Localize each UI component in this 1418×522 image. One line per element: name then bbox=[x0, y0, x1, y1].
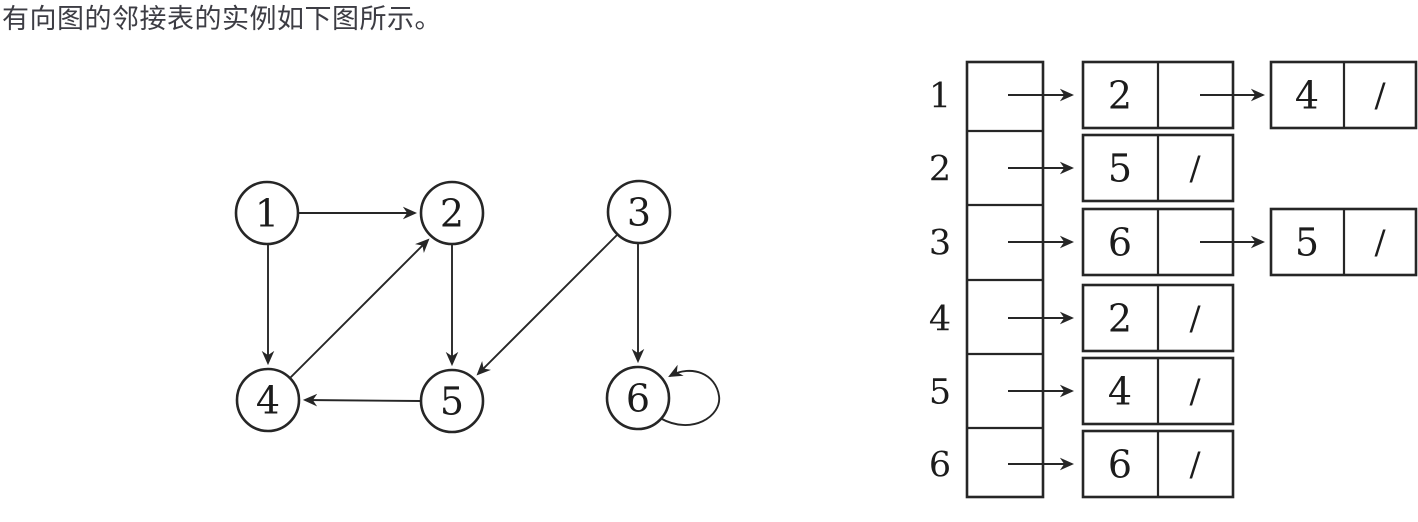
node-value: 2 bbox=[1108, 296, 1132, 340]
null-pointer-slash: / bbox=[1189, 372, 1201, 411]
adjacency-list: 1 2 3 4 5 6 2 4 bbox=[929, 60, 1418, 499]
node-circle-5 bbox=[419, 368, 485, 434]
null-pointer-slash: / bbox=[1189, 445, 1201, 484]
adj-node-row1-first: 2 bbox=[1081, 60, 1266, 130]
graph-node-5: 5 bbox=[419, 368, 485, 434]
adj-row-label-3: 3 bbox=[929, 223, 951, 263]
adj-node-row1-second: 4 / bbox=[1269, 60, 1418, 130]
node-value: 2 bbox=[1108, 73, 1132, 117]
page-title: 有向图的邻接表的实例如下图所示。 bbox=[2, 4, 442, 34]
graph-node-4: 4 bbox=[235, 367, 301, 433]
graph-node-6: 6 bbox=[605, 365, 671, 431]
adjacency-header-array bbox=[965, 60, 1045, 499]
edge-4-2 bbox=[289, 238, 430, 379]
node-value: 5 bbox=[1108, 146, 1132, 190]
edge-6-6-self-loop bbox=[659, 364, 720, 426]
node-value: 6 bbox=[1108, 220, 1132, 264]
graph-node-1: 1 bbox=[234, 180, 300, 246]
node-label-5: 5 bbox=[440, 379, 464, 423]
null-pointer-slash: / bbox=[1374, 76, 1386, 115]
adj-row-label-2: 2 bbox=[929, 149, 951, 189]
node-circle-1 bbox=[234, 180, 300, 246]
adj-node-row6-first: 6 / bbox=[1081, 429, 1235, 499]
node-value: 4 bbox=[1295, 73, 1319, 117]
adj-node-row5-first: 4 / bbox=[1081, 356, 1235, 426]
adj-node-row2-first: 5 / bbox=[1081, 133, 1235, 203]
node-label-2: 2 bbox=[440, 191, 464, 235]
null-pointer-slash: / bbox=[1374, 223, 1386, 262]
adj-row-label-6: 6 bbox=[929, 445, 951, 485]
graph-node-3: 3 bbox=[606, 179, 672, 245]
adj-row-label-4: 4 bbox=[929, 299, 951, 339]
node-label-1: 1 bbox=[255, 191, 279, 235]
node-value: 4 bbox=[1108, 369, 1132, 413]
node-circle-6 bbox=[605, 365, 671, 431]
node-circle-2 bbox=[419, 180, 485, 246]
node-circle-4 bbox=[235, 367, 301, 433]
node-label-4: 4 bbox=[256, 378, 280, 422]
node-value: 5 bbox=[1295, 220, 1319, 264]
node-label-6: 6 bbox=[626, 376, 650, 420]
graph-node-2: 2 bbox=[419, 180, 485, 246]
directed-graph: 1 2 3 4 5 6 bbox=[234, 179, 720, 434]
node-circle-3 bbox=[606, 179, 672, 245]
node-value: 6 bbox=[1108, 442, 1132, 486]
edge-3-5 bbox=[476, 234, 618, 376]
null-pointer-slash: / bbox=[1189, 299, 1201, 338]
adj-node-row3-first: 6 bbox=[1081, 207, 1266, 277]
adj-node-row4-first: 2 / bbox=[1081, 283, 1235, 353]
null-pointer-slash: / bbox=[1189, 149, 1201, 188]
edge-5-4 bbox=[302, 393, 421, 407]
adj-row-label-1: 1 bbox=[929, 76, 951, 116]
adj-node-row3-second: 5 / bbox=[1269, 207, 1418, 277]
node-label-3: 3 bbox=[627, 190, 651, 234]
adj-row-label-5: 5 bbox=[929, 372, 951, 412]
